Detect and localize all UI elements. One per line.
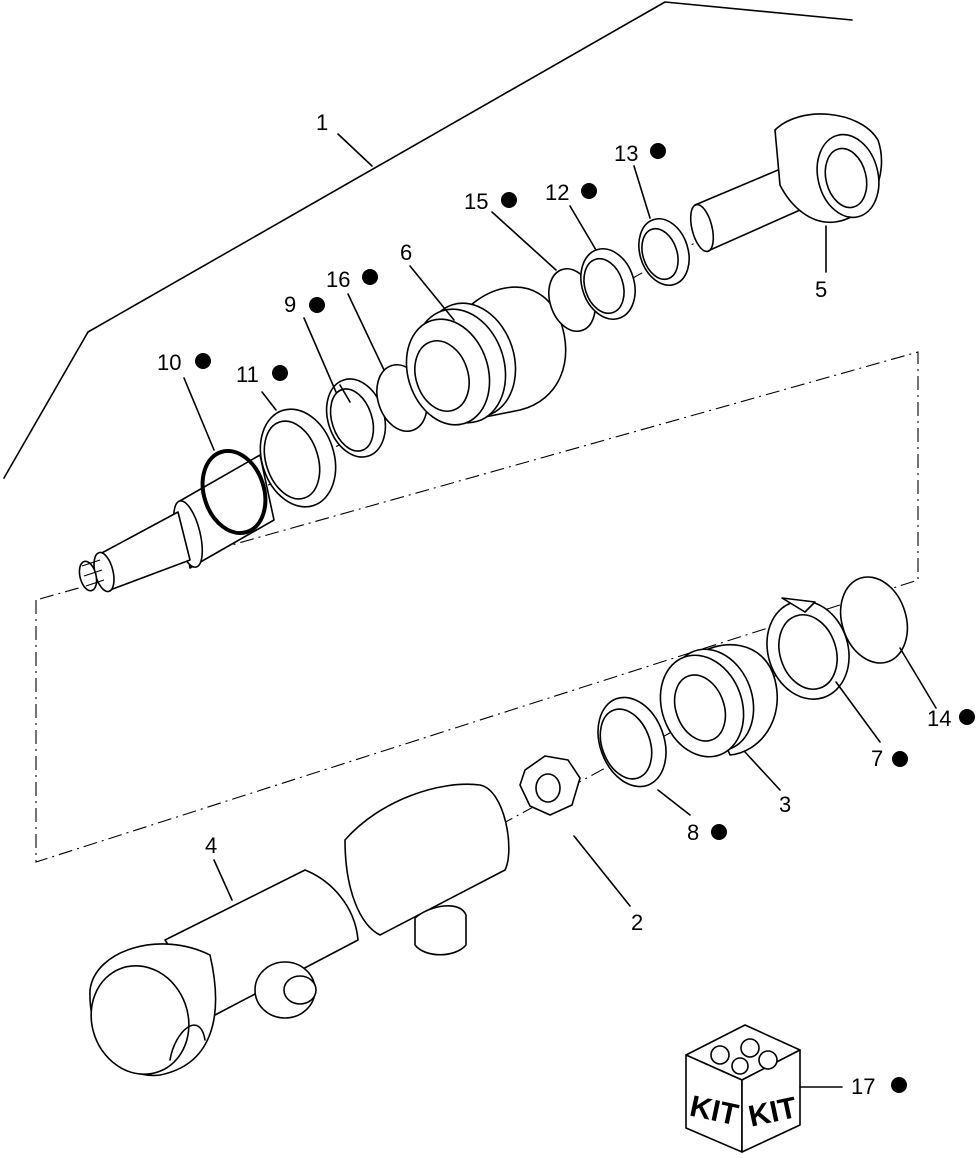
ring-13: [638, 218, 690, 286]
piston-rod: [78, 454, 275, 593]
fitting-icon: [731, 1057, 749, 1075]
fitting-icon: [710, 1045, 730, 1065]
callout-6-label: 6: [400, 240, 412, 265]
callout-11-label: 11: [236, 362, 259, 387]
kit-marker-13: [650, 143, 666, 159]
callout-8-label: 8: [687, 820, 699, 845]
callout-3-label: 3: [779, 792, 791, 817]
kit-marker-17: [891, 1077, 907, 1093]
callout-1-label: 1: [316, 110, 328, 135]
kit-marker-10: [195, 353, 211, 369]
piston-6: [405, 286, 567, 426]
callout-12-label: 12: [545, 180, 569, 205]
split-ring-9: [325, 378, 387, 458]
o-ring-10: [200, 448, 268, 536]
gland-3: [659, 643, 778, 758]
kit-box-17: KIT KIT: [685, 1024, 801, 1153]
kit-marker-12: [581, 183, 597, 199]
ring-12: [580, 248, 636, 320]
ring-8: [597, 696, 667, 788]
kit-marker-7: [892, 751, 908, 767]
callout-7-label: 7: [871, 746, 883, 771]
kit-marker-11: [272, 365, 288, 381]
ring-11: [259, 408, 337, 508]
callout-9-label: 9: [284, 292, 296, 317]
callout-5-label: 5: [815, 277, 827, 302]
callout-2-label: 2: [631, 910, 643, 935]
fitting-icon: [758, 1050, 778, 1070]
kit-marker-15: [501, 192, 517, 208]
fitting-icon: [740, 1038, 760, 1058]
projection-boundary: [35, 351, 919, 863]
callout-16-label: 16: [326, 267, 350, 292]
callout-10-label: 10: [157, 350, 181, 375]
nut-2: [519, 755, 581, 816]
ring-14: [839, 576, 909, 664]
callout-4-label: 4: [205, 833, 217, 858]
assembly-bracket: [3, 1, 853, 479]
callout-17-label: 17: [851, 1074, 875, 1099]
callout-13-label: 13: [614, 141, 638, 166]
rod-eye-5: [689, 113, 883, 253]
kit-marker-9: [309, 297, 325, 313]
barrel-4: [89, 783, 510, 1077]
leader-lines: [183, 133, 937, 1088]
kit-marker-14: [959, 709, 975, 725]
kit-marker-16: [362, 269, 378, 285]
kit-marker-8: [711, 824, 727, 840]
split-ring-7: [766, 597, 850, 700]
callout-15-label: 15: [464, 189, 488, 214]
callout-14-label: 14: [927, 706, 951, 731]
